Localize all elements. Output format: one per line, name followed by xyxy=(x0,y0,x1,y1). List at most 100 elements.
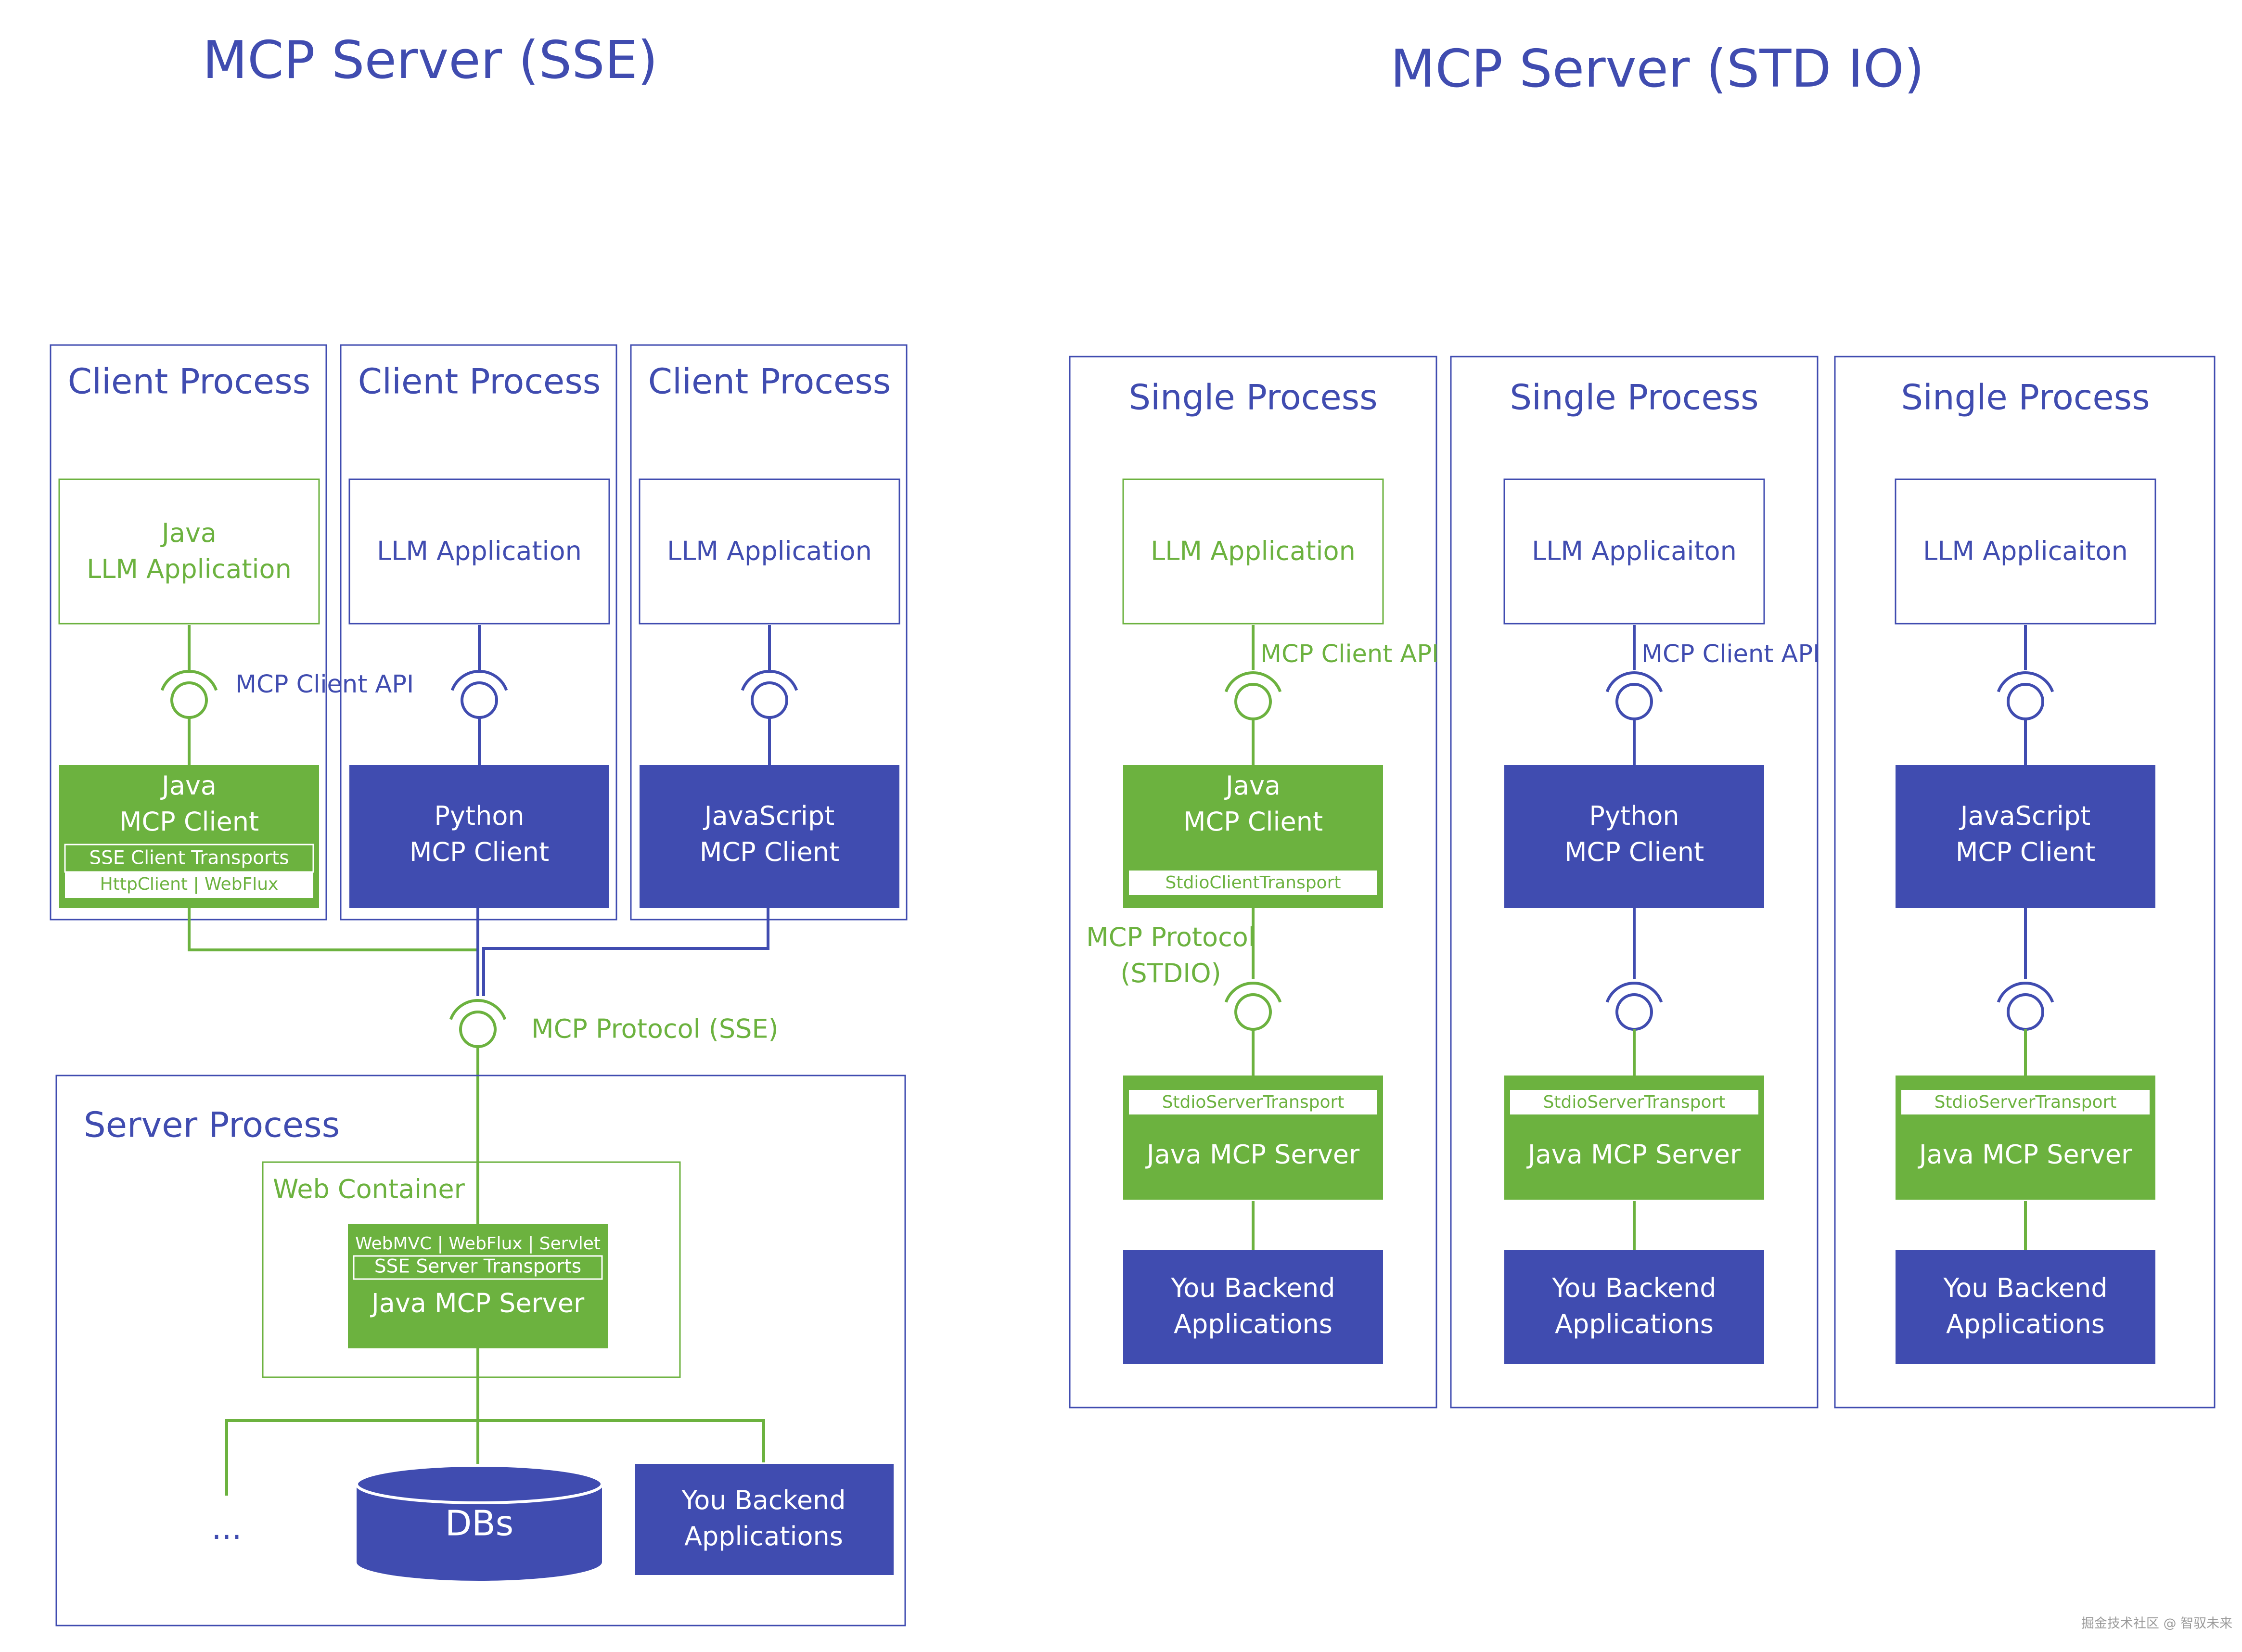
backend-label-line-2: Applications xyxy=(684,1521,843,1551)
stdio-server-transport-box xyxy=(1510,1090,1758,1114)
java-mcp-server-label: Java MCP Server xyxy=(1918,1140,2132,1170)
mcp-client-box xyxy=(1896,765,2155,908)
backend-label-line-1: You Backend xyxy=(681,1485,846,1515)
backend-box xyxy=(1896,1250,2155,1364)
client-api-connector-ball xyxy=(1615,683,1653,720)
stdio-protocol-connector-socket xyxy=(1605,982,1663,1003)
stdio-protocol-label-line-2: (STDIO) xyxy=(1120,958,1221,988)
stdio-protocol-label-line-1: MCP Protocol xyxy=(1086,922,1256,952)
client-api-connector-ball xyxy=(751,681,788,719)
mcp-client-box xyxy=(349,765,609,908)
client-api-connector-socket xyxy=(1605,671,1663,692)
mcp-client-label-line-1: JavaScript xyxy=(703,801,835,831)
client-api-connector-ball xyxy=(170,681,208,719)
client-api-connector xyxy=(1224,671,1282,720)
stdio-protocol-connector xyxy=(1224,982,1282,1031)
backend-box xyxy=(1123,1250,1383,1364)
stdio-server-transport-label: StdioServerTransport xyxy=(1543,1092,1726,1112)
client-process-label: Client Process xyxy=(68,361,310,402)
backend-box xyxy=(635,1464,894,1575)
mcp-client-label-line-1: Java xyxy=(160,770,217,801)
stdio-protocol-connector-ball xyxy=(1234,993,1272,1031)
sse-client-transports-label: SSE Client Transports xyxy=(89,847,289,869)
llm-application-box xyxy=(1122,478,1384,625)
stdio-client-transport-box xyxy=(1129,871,1377,895)
stdio-server-transport-label: StdioServerTransport xyxy=(1162,1092,1345,1112)
client-process-label: Client Process xyxy=(648,361,891,402)
mcp-client-label-line-2: MCP Client xyxy=(119,807,259,837)
single-process-label: Single Process xyxy=(1510,377,1758,418)
stdio-server-transport-label: StdioServerTransport xyxy=(1935,1092,2117,1112)
client-api-connector-ball xyxy=(1234,683,1272,720)
http-client-box xyxy=(65,872,313,898)
mcp-client-label-line-1: Java xyxy=(1224,770,1281,801)
single-process-label: Single Process xyxy=(1128,377,1377,418)
client-api-label: MCP Client API xyxy=(235,670,414,699)
server-process-box xyxy=(55,1075,906,1626)
single-process-label: Single Process xyxy=(1901,377,2150,418)
client-api-connector-socket xyxy=(741,670,798,691)
single-process-box xyxy=(1834,356,2216,1409)
java-mcp-server-label: Java MCP Server xyxy=(1526,1140,1741,1170)
client-api-connector xyxy=(450,670,508,719)
sse-protocol-label: MCP Protocol (SSE) xyxy=(531,1014,779,1044)
server-fanout-line xyxy=(225,1419,765,1496)
client-api-connector-socket xyxy=(1997,671,2054,692)
sse-protocol-connector-ball xyxy=(459,1011,497,1048)
client-api-label: MCP Client API xyxy=(1641,640,1820,668)
java-mcp-server-box xyxy=(348,1224,608,1348)
llm-application-label-line-1: LLM Application xyxy=(667,536,872,566)
mcp-client-label-line-1: JavaScript xyxy=(1959,801,2091,831)
llm-application-label-line-2: LLM Application xyxy=(87,554,292,584)
client-api-label: MCP Client API xyxy=(1260,640,1439,668)
db-cylinder-body xyxy=(357,1484,602,1581)
backend-label-line-2: Applications xyxy=(1174,1309,1332,1339)
stdio-protocol-connector xyxy=(1605,982,1663,1031)
mcp-client-label-line-1: Python xyxy=(1589,801,1679,831)
sse-server-transports-label: SSE Server Transports xyxy=(374,1256,581,1278)
db-cylinder xyxy=(355,1464,603,1581)
llm-application-label-line-1: Java xyxy=(160,518,217,548)
client-api-connector-socket xyxy=(450,670,508,691)
backend-label-line-1: You Backend xyxy=(1170,1273,1335,1303)
backend-label-line-1: You Backend xyxy=(1943,1273,2107,1303)
server-impl-label: WebMVC | WebFlux | Servlet xyxy=(355,1234,601,1254)
llm-application-box xyxy=(1503,478,1765,625)
mcp-client-label-line-2: MCP Client xyxy=(1564,837,1704,867)
backend-box xyxy=(1504,1250,1764,1364)
mcp-client-label-line-2: MCP Client xyxy=(1956,837,2095,867)
db-cylinder-top xyxy=(355,1464,603,1504)
backend-label-line-2: Applications xyxy=(1946,1309,2105,1339)
stdio-client-transport-label: StdioClientTransport xyxy=(1166,873,1341,893)
stdio-diagram-title: MCP Server (STD IO) xyxy=(1390,39,1924,99)
stdio-protocol-connector-socket xyxy=(1997,982,2054,1003)
llm-application-box xyxy=(1895,478,2156,625)
stdio-protocol-connector-socket xyxy=(1224,982,1282,1003)
backend-label-line-1: You Backend xyxy=(1551,1273,1716,1303)
mcp-client-box xyxy=(640,765,899,908)
mcp-client-label-line-1: Python xyxy=(434,801,524,831)
mcp-client-label-line-2: MCP Client xyxy=(410,837,549,867)
stdio-server-transport-box xyxy=(1901,1090,2150,1114)
client-api-connector-ball xyxy=(461,681,498,719)
js-client-bus-line xyxy=(482,908,769,996)
backend-label-line-2: Applications xyxy=(1555,1309,1714,1339)
mcp-client-label-line-2: MCP Client xyxy=(700,837,839,867)
llm-application-label-line-1: LLM Application xyxy=(377,536,582,566)
mcp-client-label-line-2: MCP Client xyxy=(1183,807,1323,837)
client-api-connector-ball xyxy=(2007,683,2044,720)
db-label: DBs xyxy=(445,1503,513,1544)
stdio-protocol-connector-ball xyxy=(1615,993,1653,1031)
mcp-client-box xyxy=(1504,765,1764,908)
http-client-label: HttpClient | WebFlux xyxy=(100,874,279,894)
server-process-label: Server Process xyxy=(84,1105,340,1145)
single-process-box xyxy=(1450,356,1819,1409)
web-container-box xyxy=(262,1161,681,1378)
ellipsis-label: ... xyxy=(212,1510,242,1547)
web-container-label: Web Container xyxy=(273,1174,465,1204)
single-process-box xyxy=(1069,356,1437,1409)
llm-application-label-line-1: LLM Applicaiton xyxy=(1923,536,2128,566)
java-mcp-server-label: Java MCP Server xyxy=(1145,1140,1360,1170)
sse-protocol-connector-socket xyxy=(449,999,507,1020)
